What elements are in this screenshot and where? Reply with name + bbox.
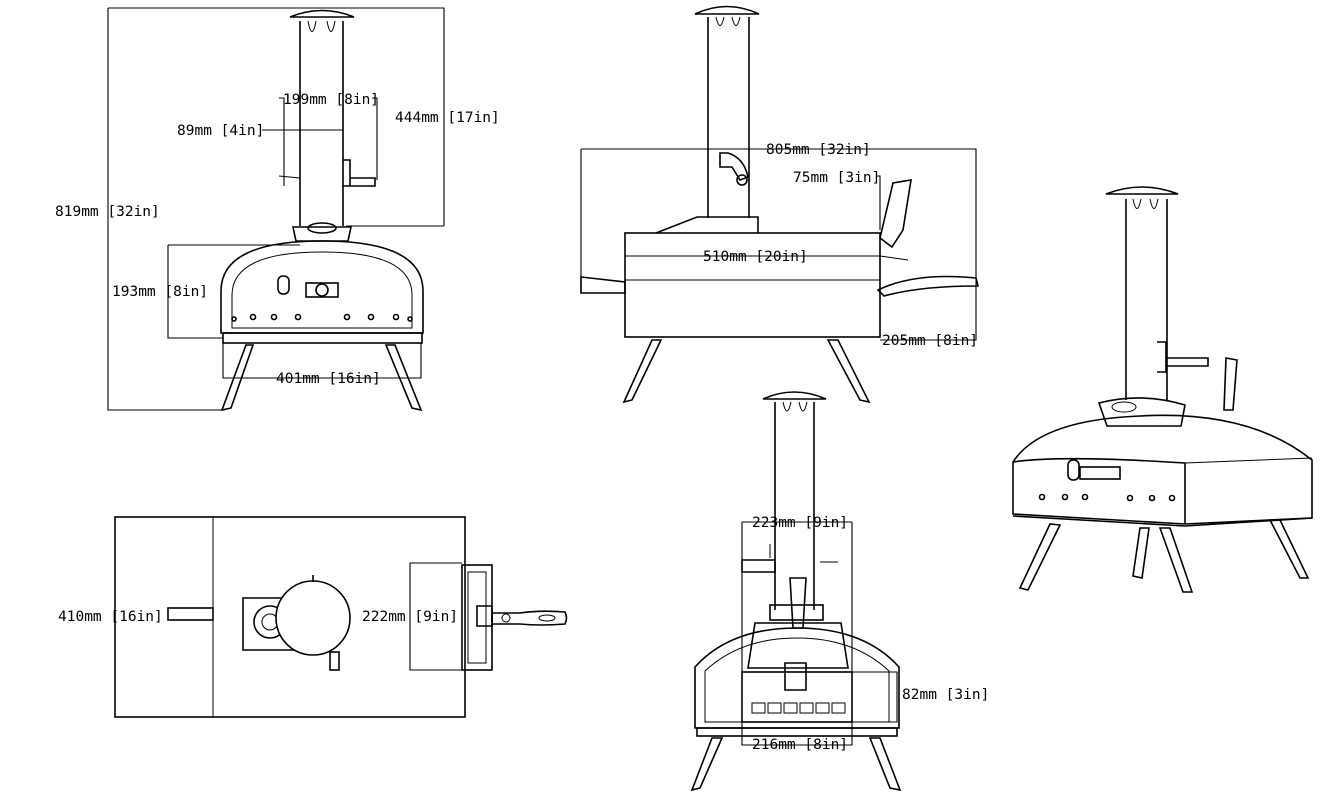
label-handle-height-side: 205mm [8in]: [882, 333, 978, 349]
label-mouth-height: 82mm [3in]: [902, 687, 989, 703]
label-body-width-front: 401mm [16in]: [276, 371, 381, 387]
label-chimney-offset: 89mm [4in]: [177, 123, 264, 139]
label-handle-width-side: 75mm [3in]: [793, 170, 880, 186]
label-depth-total: 805mm [32in]: [766, 142, 871, 158]
label-handle-span-front: 199mm [8in]: [283, 92, 379, 108]
label-dome-height: 193mm [8in]: [112, 284, 208, 300]
label-top-door-width: 222mm [9in]: [362, 609, 458, 625]
front-view: [107, 7, 445, 412]
back-view: [690, 391, 902, 792]
label-back-handle-span: 223mm [9in]: [752, 515, 848, 531]
label-height-total: 819mm [32in]: [55, 204, 160, 220]
label-chimney-height: 444mm [17in]: [395, 110, 500, 126]
perspective-view: [1012, 186, 1313, 593]
label-mouth-width: 216mm [8in]: [752, 737, 848, 753]
dimension-labels: 819mm [32in] 199mm [8in] 444mm [17in] 89…: [55, 92, 989, 753]
side-view: [580, 5, 980, 404]
label-body-depth: 510mm [20in]: [703, 249, 808, 265]
label-top-width: 410mm [16in]: [58, 609, 163, 625]
top-view: [114, 516, 568, 718]
